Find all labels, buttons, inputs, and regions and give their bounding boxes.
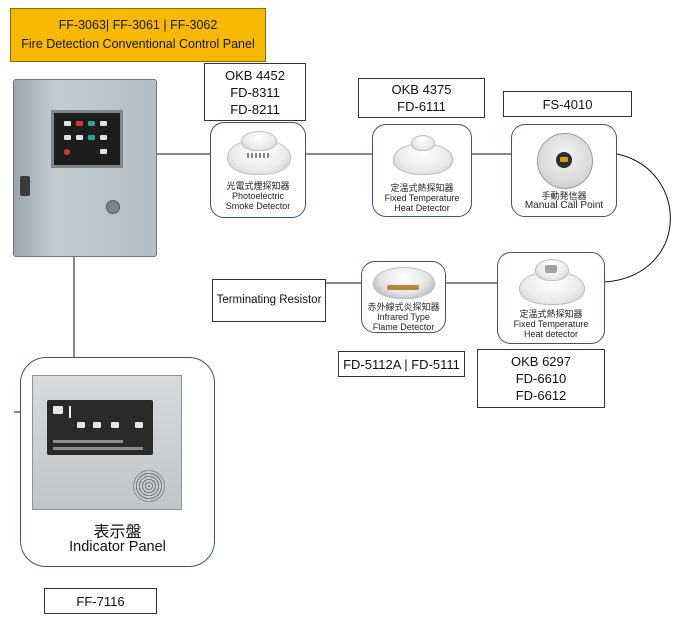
smoke-detector-models: OKB 4452 FD-8311 FD-8211 xyxy=(204,63,306,121)
terminating-resistor: Terminating Resistor xyxy=(212,279,326,322)
indicator-label-strip xyxy=(53,447,143,450)
indicator-panel-model: FF-7116 xyxy=(44,588,157,614)
cabinet-lock-icon xyxy=(106,200,120,214)
title-models: FF-3063| FF-3061 | FF-3062 xyxy=(58,18,218,32)
indicator-button xyxy=(111,422,119,428)
heat-detector-2-tile: 定温式熱探知器 Fixed Temperature Heat detector xyxy=(497,252,605,344)
control-panel-cabinet xyxy=(13,79,157,257)
flame-detector-tile: 赤外線式炎探知器 Infrared Type Flame Detector xyxy=(361,261,446,333)
control-panel-display xyxy=(51,110,123,168)
title-name: Fire Detection Conventional Control Pane… xyxy=(21,37,255,51)
indicator-panel-caption-en: Indicator Panel xyxy=(69,539,166,555)
indicator-panel-caption-jp: 表示盤 xyxy=(93,524,142,541)
indicator-label-strip xyxy=(53,440,123,443)
led-indicator xyxy=(64,121,71,126)
indicator-panel-display xyxy=(47,400,153,455)
led-indicator xyxy=(88,121,95,126)
led-indicator xyxy=(76,121,83,126)
manual-call-point-model: FS-4010 xyxy=(503,91,632,117)
led-indicator xyxy=(64,149,70,155)
smoke-detector-tile: 光電式煙探知器 Photoelectric Smoke Detector xyxy=(210,122,306,218)
led-indicator xyxy=(88,135,95,140)
led-indicator xyxy=(76,135,83,140)
cabinet-handle-icon xyxy=(20,176,30,196)
manual-call-point-tile: 手動発信器 Manual Call Point xyxy=(511,124,617,217)
flame-detector-icon xyxy=(371,265,437,302)
led-indicator xyxy=(100,149,107,154)
wire-callpoint-to-heat2 xyxy=(604,153,671,283)
led-indicator xyxy=(100,121,107,126)
title-banner: FF-3063| FF-3061 | FF-3062 Fire Detectio… xyxy=(10,8,266,62)
smoke-detector-icon xyxy=(223,131,293,181)
indicator-button xyxy=(93,422,101,428)
led-indicator xyxy=(100,135,107,140)
indicator-button xyxy=(53,406,63,414)
heat-detector-1-models: OKB 4375 FD-6111 xyxy=(358,78,485,118)
indicator-button xyxy=(135,422,143,428)
manual-call-point-icon xyxy=(529,133,599,191)
heat-detector-2-models: OKB 6297 FD-6610 FD-6612 xyxy=(477,349,605,408)
indicator-button xyxy=(77,422,85,428)
indicator-mark xyxy=(69,406,71,418)
heat-detector-icon xyxy=(515,257,587,309)
speaker-grille-icon xyxy=(133,470,165,502)
led-indicator xyxy=(64,135,71,140)
flame-detector-models: FD-5112A | FD-5111 xyxy=(338,351,465,377)
heat-detector-1-tile: 定温式熱探知器 Fixed Temperature Heat Detector xyxy=(372,124,472,217)
indicator-panel-unit xyxy=(32,375,182,510)
heat-detector-icon xyxy=(387,133,457,183)
indicator-panel-tile: 表示盤 Indicator Panel xyxy=(20,357,215,567)
